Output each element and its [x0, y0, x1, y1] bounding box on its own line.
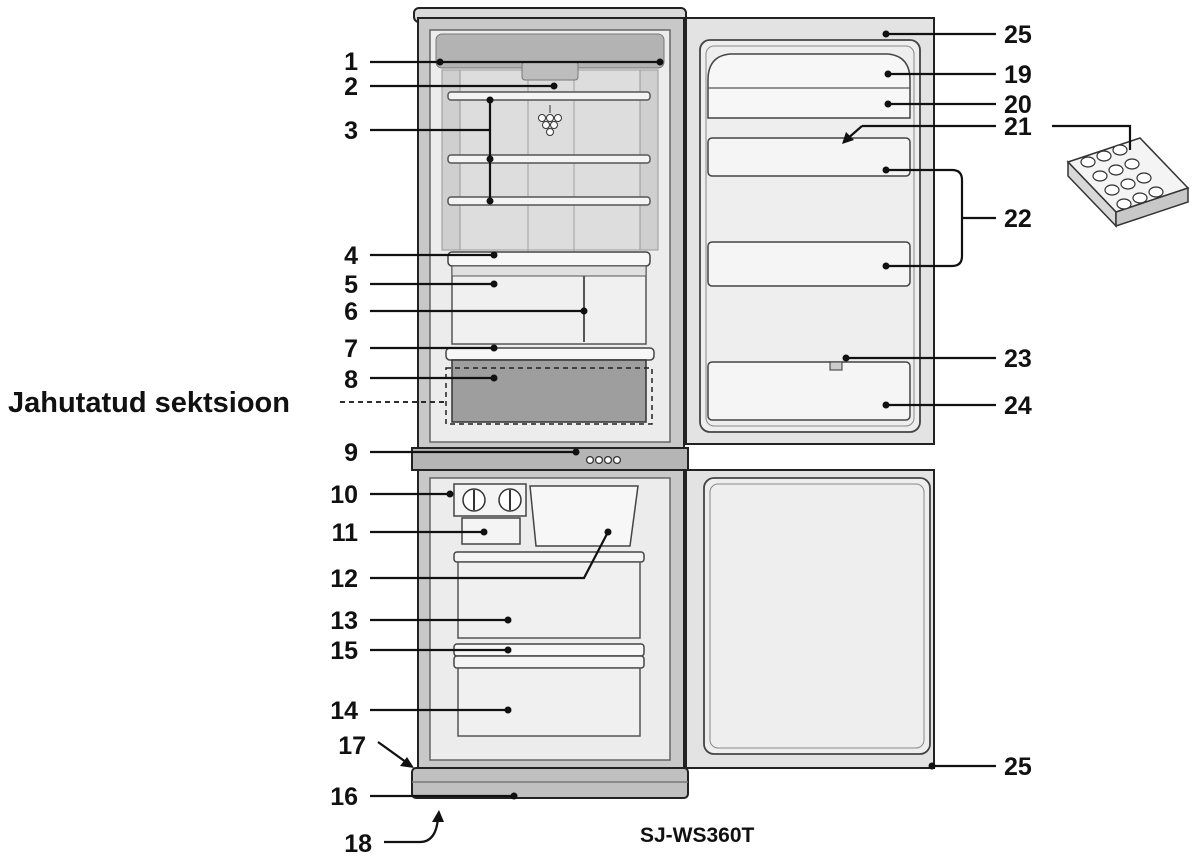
- callout-8: 8: [344, 366, 358, 394]
- callout-4: 4: [344, 242, 358, 270]
- callout-17: 17: [338, 732, 366, 760]
- chilled-section-label: Jahutatud sektsioon: [8, 387, 290, 419]
- callout-25-bottom: 25: [1004, 753, 1032, 781]
- callout-25-top: 25: [1004, 21, 1032, 49]
- callout-2: 2: [344, 73, 358, 101]
- callout-1: 1: [344, 48, 358, 76]
- grape-icon: [538, 105, 562, 136]
- egg-tray-icon: [1066, 137, 1190, 228]
- callout-14: 14: [330, 697, 358, 725]
- callout-21: 21: [1004, 113, 1032, 141]
- callout-18: 18: [344, 830, 372, 858]
- callout-15: 15: [330, 637, 358, 665]
- callout-24: 24: [1004, 392, 1032, 420]
- callout-19: 19: [1004, 61, 1032, 89]
- leader-lines: [340, 30, 1132, 844]
- callout-7: 7: [344, 335, 358, 363]
- callout-16: 16: [330, 783, 358, 811]
- callout-10: 10: [330, 481, 358, 509]
- callout-12: 12: [330, 565, 358, 593]
- callout-20: 20: [1004, 91, 1032, 119]
- model-label: SJ-WS360T: [640, 824, 755, 847]
- callout-6: 6: [344, 298, 358, 326]
- callout-3: 3: [344, 117, 358, 145]
- callout-22: 22: [1004, 205, 1032, 233]
- fridge-door: [685, 17, 935, 445]
- callout-11: 11: [332, 519, 359, 547]
- callout-5: 5: [344, 271, 358, 299]
- callout-23: 23: [1004, 345, 1032, 373]
- callout-9: 9: [344, 439, 358, 467]
- freezer-door: [685, 469, 935, 769]
- fridge-cabinet: [411, 7, 689, 799]
- callout-13: 13: [330, 607, 358, 635]
- control-buttons-icon: [585, 455, 622, 465]
- callout-labels: 1 2 3 4 5 6 7 8 9 10 11 12 13 15 14 17 1…: [8, 21, 1032, 858]
